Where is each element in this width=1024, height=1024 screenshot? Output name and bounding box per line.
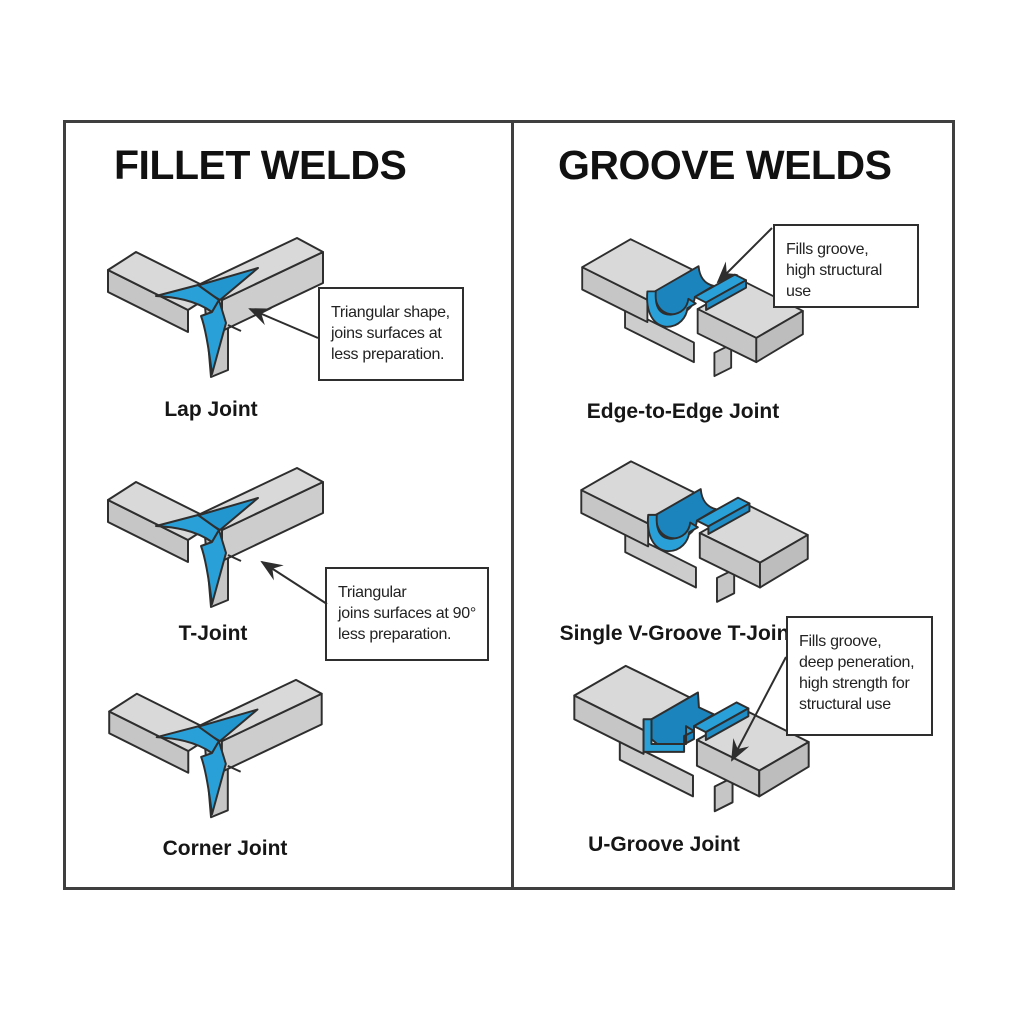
- corner-joint-label: Corner Joint: [162, 837, 288, 860]
- t-joint-illustration: [107, 467, 324, 608]
- edge-to-edge-joint-illustration: [581, 238, 804, 378]
- single-v-groove-t-joint-illustration: [580, 460, 809, 603]
- t-joint-callout-arrow: [260, 560, 328, 605]
- t-joint-label: T-Joint: [178, 622, 248, 645]
- lap-joint-illustration: [107, 237, 324, 378]
- u-groove-joint-label: U-Groove Joint: [588, 833, 740, 856]
- edge-to-edge-callout: Fills groove, high structural use: [773, 224, 919, 308]
- edge-to-edge-callout-arrow: [716, 227, 773, 284]
- fillet-welds-title: FILLET WELDS: [114, 142, 407, 188]
- u-groove-joint-illustration: [573, 664, 810, 813]
- edge-to-edge-joint-label: Edge-to-Edge Joint: [586, 400, 780, 423]
- corner-joint-illustration: [108, 678, 323, 819]
- u-groove-callout: Fills groove, deep peneration, high stre…: [786, 616, 933, 736]
- t-joint-callout: Triangular joins surfaces at 90° less pr…: [325, 567, 489, 661]
- groove-welds-title: GROOVE WELDS: [558, 142, 892, 188]
- panel-divider: [511, 123, 514, 887]
- lap-joint-callout: Triangular shape, joins surfaces at less…: [318, 287, 464, 381]
- lap-joint-label: Lap Joint: [164, 398, 258, 421]
- lap-joint-callout-arrow: [248, 308, 319, 339]
- u-groove-callout-arrow: [731, 656, 787, 762]
- single-v-groove-t-joint-label: Single V-Groove T-Joint: [559, 622, 797, 645]
